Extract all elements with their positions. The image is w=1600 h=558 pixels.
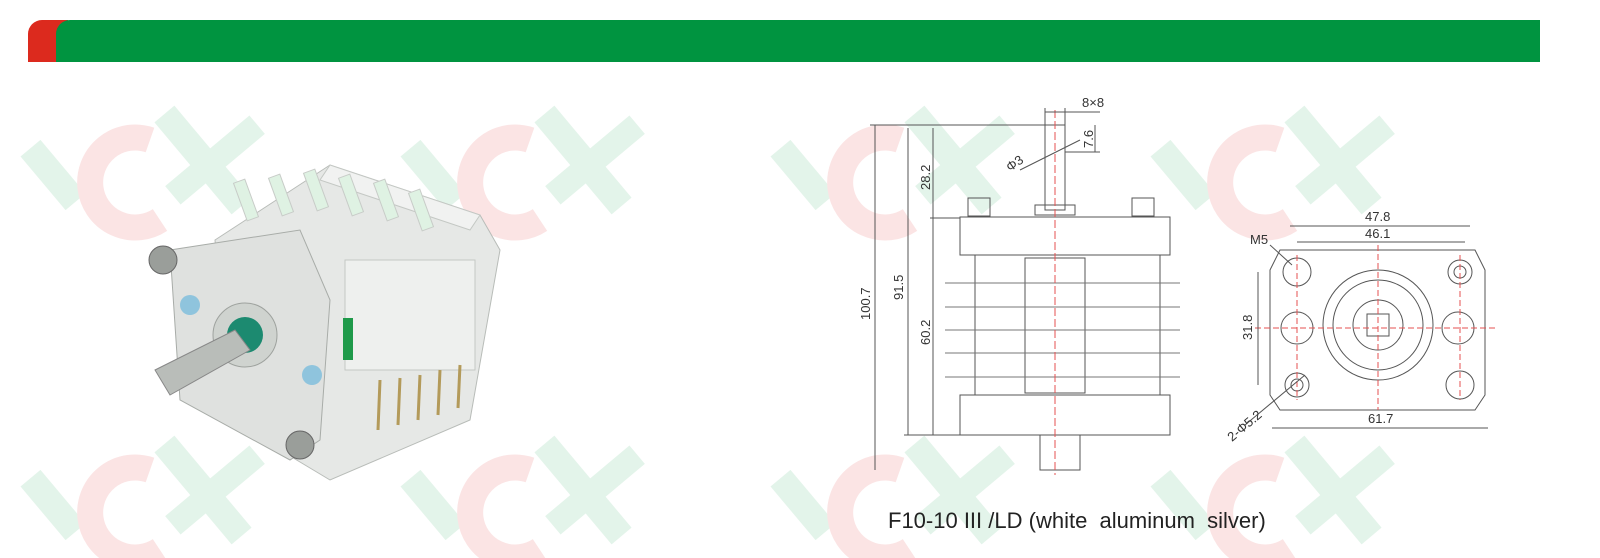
product-caption: F10-10 III /LD (white aluminum silver): [888, 508, 1266, 533]
dim-outer-hole-spacing: 47.8: [1365, 209, 1390, 224]
dim-vertical-spacing: 31.8: [1240, 315, 1255, 340]
dim-hole-offset: 7.6: [1081, 130, 1096, 148]
dim-thread: M5: [1250, 232, 1268, 247]
dim-stack-height: 60.2: [918, 320, 933, 345]
dim-width: 61.7: [1368, 411, 1393, 426]
dim-shaft-length: 28.2: [918, 165, 933, 190]
dim-shaft-size: 8×8: [1082, 95, 1104, 110]
dim-hole-dia: Φ3: [1003, 152, 1026, 174]
dim-overall-height: 100.7: [858, 287, 873, 320]
dim-mount-holes: 2-Φ5.2: [1224, 407, 1264, 444]
product-image: [148, 164, 501, 481]
dim-inner-hole-spacing: 46.1: [1365, 226, 1390, 241]
side-view-drawing: [870, 108, 1180, 475]
header-bar: [56, 20, 1540, 62]
dim-body-height: 91.5: [891, 275, 906, 300]
front-view-drawing: [1244, 225, 1495, 429]
